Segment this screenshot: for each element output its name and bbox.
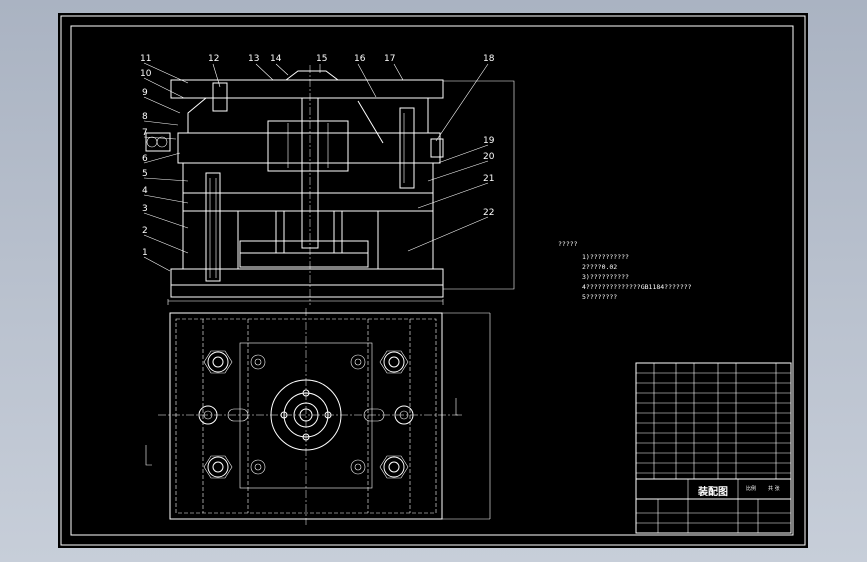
base-plate: [170, 284, 444, 298]
locating-ring: [284, 70, 340, 81]
guide-bushings: [203, 350, 409, 479]
part-label: 2: [142, 226, 148, 236]
scale-label: 比例: [746, 485, 756, 492]
note-line-4: 4??????????????GB1184???????: [582, 283, 692, 291]
part-label: 3: [142, 204, 148, 214]
technical-notes: ????? 1)?????????? 2????0.02 3)?????????…: [558, 240, 692, 301]
fixed-mold-plate: [177, 132, 441, 164]
part-label: 5: [142, 169, 148, 179]
assembly-drawing-canvas: 装配图 比例 共 张 ????? 1)?????????? 2????0.02 …: [60, 15, 806, 546]
outer-border: [60, 15, 806, 546]
note-line-1: 1)??????????: [582, 253, 629, 261]
drawing-title: 装配图: [697, 485, 728, 498]
part-label: 6: [142, 154, 148, 164]
ejector-pin-right: [333, 210, 343, 254]
part-label: 12: [208, 54, 219, 64]
notes-heading: ?????: [558, 240, 578, 248]
part-label: 19: [483, 136, 495, 146]
ejector-pin-left: [275, 210, 285, 254]
note-line-5: 5????????: [582, 293, 617, 301]
section-view: [143, 62, 515, 305]
part-label: 8: [142, 112, 148, 122]
leader-lines: [143, 62, 489, 272]
ejector-retainer-plate: [239, 240, 369, 254]
part-label: 9: [142, 88, 148, 98]
part-label: 15: [316, 54, 327, 64]
part-label: 17: [384, 54, 395, 64]
part-label: 10: [140, 69, 152, 79]
plan-view: [145, 308, 491, 525]
spacer-block-right: [377, 210, 434, 270]
part-label: 18: [483, 54, 495, 64]
part-label: 14: [270, 54, 282, 64]
cavity-insert: [267, 120, 349, 172]
sheet-label: 共 张: [768, 485, 780, 492]
dimension-line: [443, 80, 515, 290]
stripper-plate: [187, 97, 429, 134]
part-label: 11: [140, 54, 151, 64]
ejector-plate: [239, 252, 369, 268]
inner-border: [70, 25, 794, 536]
return-pin: [399, 107, 415, 189]
top-clamp-plate: [170, 79, 444, 99]
note-line-3: 3)??????????: [582, 273, 629, 281]
note-line-2: 2????0.02: [582, 263, 617, 271]
spring-pin: [430, 138, 444, 158]
bottom-clamp-plate: [170, 268, 444, 286]
part-label: 20: [483, 152, 495, 162]
part-labels: 1 2 3 4 5 6 7 8 9 10 11 12 13 14 15 16 1…: [140, 54, 495, 258]
water-fitting: [145, 132, 171, 152]
part-label: 7: [142, 128, 148, 138]
mounting-holes: [198, 354, 414, 475]
part-label: 16: [354, 54, 366, 64]
part-label: 13: [248, 54, 259, 64]
guide-pillar: [205, 172, 221, 282]
locating-ring-plan: [270, 379, 342, 451]
part-label: 22: [483, 208, 494, 218]
title-block: 装配图 比例 共 张: [635, 362, 792, 534]
part-label: 21: [483, 174, 494, 184]
socket-screw: [212, 82, 228, 112]
part-label: 4: [142, 186, 148, 196]
drawing-sheet: 装配图 比例 共 张 ????? 1)?????????? 2????0.02 …: [58, 13, 808, 548]
part-label: 1: [142, 248, 148, 258]
spacer-block-left: [182, 210, 239, 270]
